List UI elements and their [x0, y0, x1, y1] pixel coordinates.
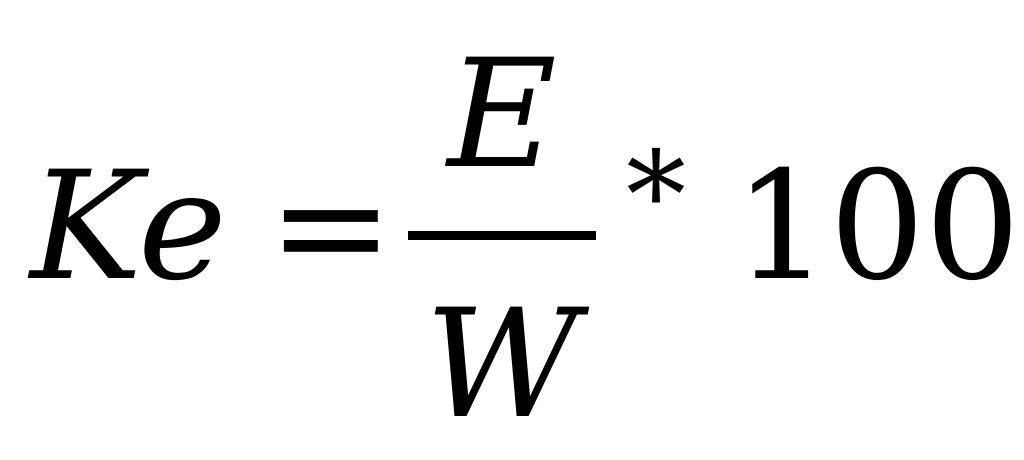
- constant-value: 100: [734, 140, 1021, 314]
- formula-lhs: Ke: [30, 140, 227, 314]
- fraction: E W: [408, 0, 596, 460]
- fraction-denominator: W: [424, 278, 580, 452]
- fraction-numerator: E: [447, 28, 557, 202]
- multiply-operator: *: [626, 127, 686, 266]
- fraction-bar: [408, 231, 596, 240]
- equals-sign: =: [268, 140, 394, 314]
